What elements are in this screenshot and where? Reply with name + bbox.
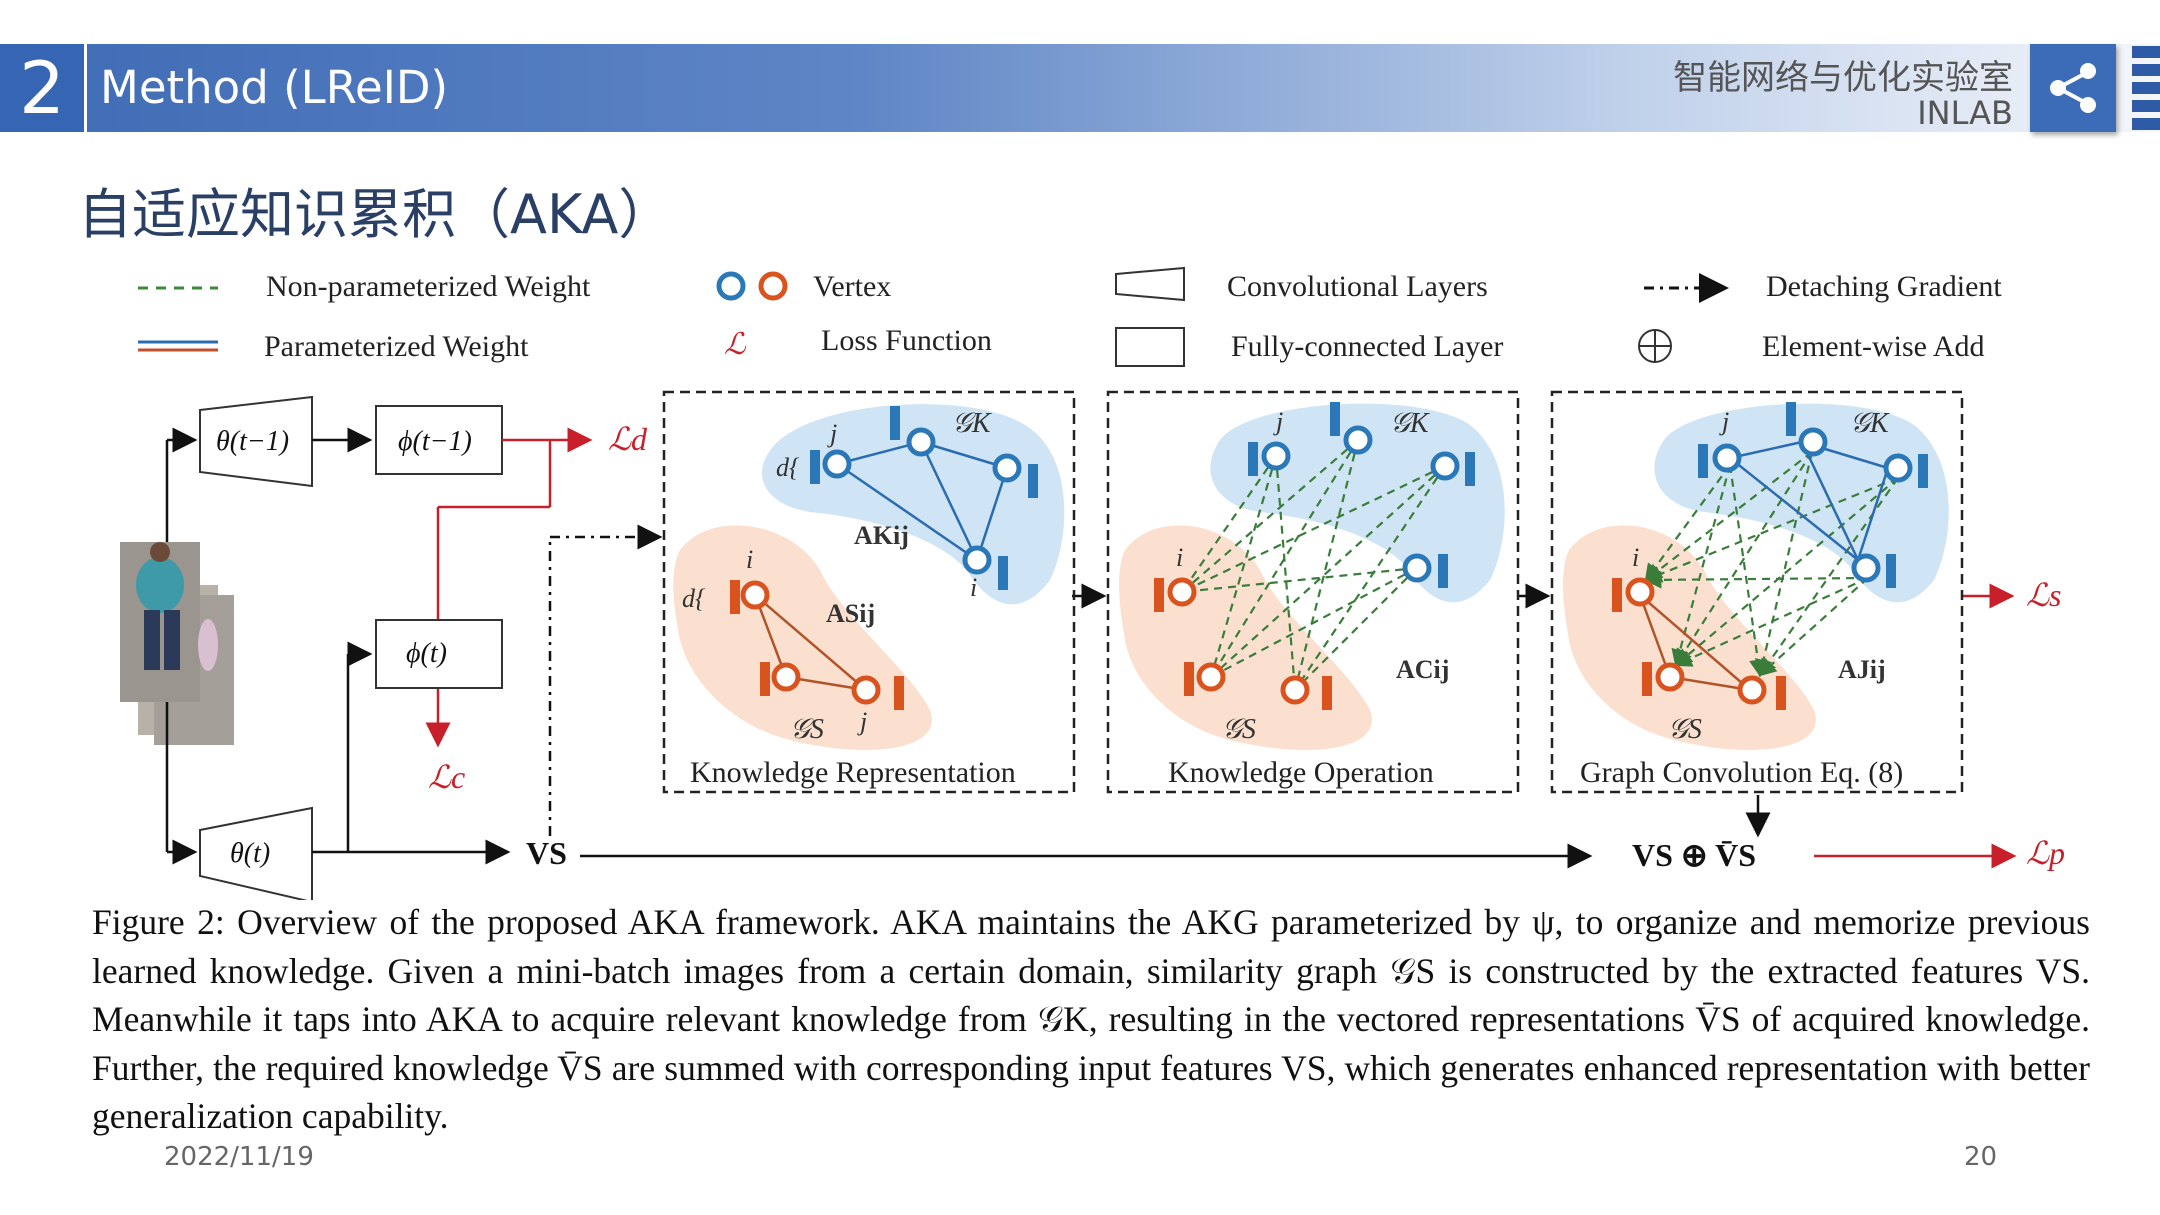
node-j-k: j	[827, 419, 837, 448]
panel1-title: Knowledge Representation	[690, 756, 1016, 789]
loss-c: ℒc	[428, 759, 465, 795]
node-i-k: i	[970, 573, 977, 602]
gs-label: 𝒢S	[790, 714, 824, 745]
theta-cur: θ(t)	[230, 838, 270, 869]
legend: Non-parameterized Weight Parameterized W…	[138, 266, 2002, 367]
section-divider	[84, 44, 87, 132]
panel-graph-convolution: j i 𝒢K 𝒢S AJij Graph Convolution Eq. (8)	[1550, 390, 1964, 794]
aka-framework-figure: Non-parameterized Weight Parameterized W…	[90, 250, 2090, 904]
legend-non-param: Non-parameterized Weight	[266, 270, 591, 303]
phi-cur: ϕ(t)	[406, 638, 447, 669]
legend-detach: Detaching Gradient	[1766, 270, 2002, 303]
phi-prev: ϕ(t−1)	[398, 426, 472, 457]
section-title: Method (LReID)	[100, 61, 449, 114]
section-number: 2	[0, 44, 84, 132]
panel-knowledge-representation: d{ d{ j i i j 𝒢K 𝒢S AKij ASij Knowledge …	[662, 390, 1076, 794]
page-number: 20	[1964, 1142, 1998, 1172]
header-bar	[0, 44, 2160, 132]
a-j-label: AJij	[1838, 655, 1886, 684]
node-j-s: j	[857, 707, 867, 736]
legend-param: Parameterized Weight	[264, 330, 529, 363]
legend-conv: Convolutional Layers	[1227, 270, 1488, 303]
legend-fc: Fully-connected Layer	[1231, 330, 1503, 363]
figure-caption: Figure 2: Overview of the proposed AKA f…	[92, 902, 2090, 1136]
gk-label-op: 𝒢K	[1390, 408, 1430, 439]
panel2-title: Knowledge Operation	[1168, 756, 1434, 789]
loss-d: ℒd	[608, 421, 648, 457]
a-k-label: AKij	[854, 521, 909, 550]
edge-decoration	[2132, 46, 2160, 134]
vs-label: VS	[526, 835, 567, 871]
share-button[interactable]	[2030, 44, 2116, 132]
share-icon	[2050, 63, 2096, 113]
lab-name-cn: 智能网络与优化实验室	[1673, 58, 2013, 98]
gk-label: 𝒢K	[952, 408, 992, 439]
node-i-gc: i	[1632, 543, 1639, 572]
node-j-gc: j	[1719, 407, 1729, 436]
lab-name-en: INLAB	[1917, 94, 2013, 132]
a-c-label: ACij	[1396, 655, 1449, 684]
slide-date: 2022/11/19	[164, 1142, 314, 1172]
legend-loss: Loss Function	[821, 324, 992, 357]
node-j-op: j	[1273, 407, 1283, 436]
panel-knowledge-operation: j i 𝒢K 𝒢S ACij Knowledge Operation	[1106, 390, 1520, 794]
vs-sum-label: VS ⊕ V̄S	[1632, 837, 1756, 873]
loss-s: ℒs	[2026, 577, 2062, 613]
legend-add: Element-wise Add	[1762, 330, 1984, 363]
node-i-op: i	[1176, 543, 1183, 572]
legend-loss-symbol: ℒ	[724, 328, 747, 361]
gk-label-gc: 𝒢K	[1850, 408, 1890, 439]
gs-label-op: 𝒢S	[1222, 714, 1256, 745]
legend-vertex: Vertex	[813, 270, 891, 303]
dim-label-s: d{	[682, 584, 706, 613]
pipeline: θ(t−1) ϕ(t−1) ℒd ℒc ϕ(t) θ(t) VS VS ⊕ V̄…	[165, 395, 2065, 904]
theta-prev: θ(t−1)	[216, 426, 289, 457]
gs-label-gc: 𝒢S	[1668, 714, 1702, 745]
panel3-title: Graph Convolution Eq. (8)	[1580, 756, 1903, 789]
slide-subtitle: 自适应知识累积（AKA）	[78, 183, 673, 246]
loss-p: ℒp	[2026, 835, 2065, 871]
a-s-label: ASij	[826, 599, 875, 628]
dim-label-k: d{	[776, 453, 800, 482]
input-images	[120, 542, 234, 745]
node-i-s: i	[746, 545, 753, 574]
